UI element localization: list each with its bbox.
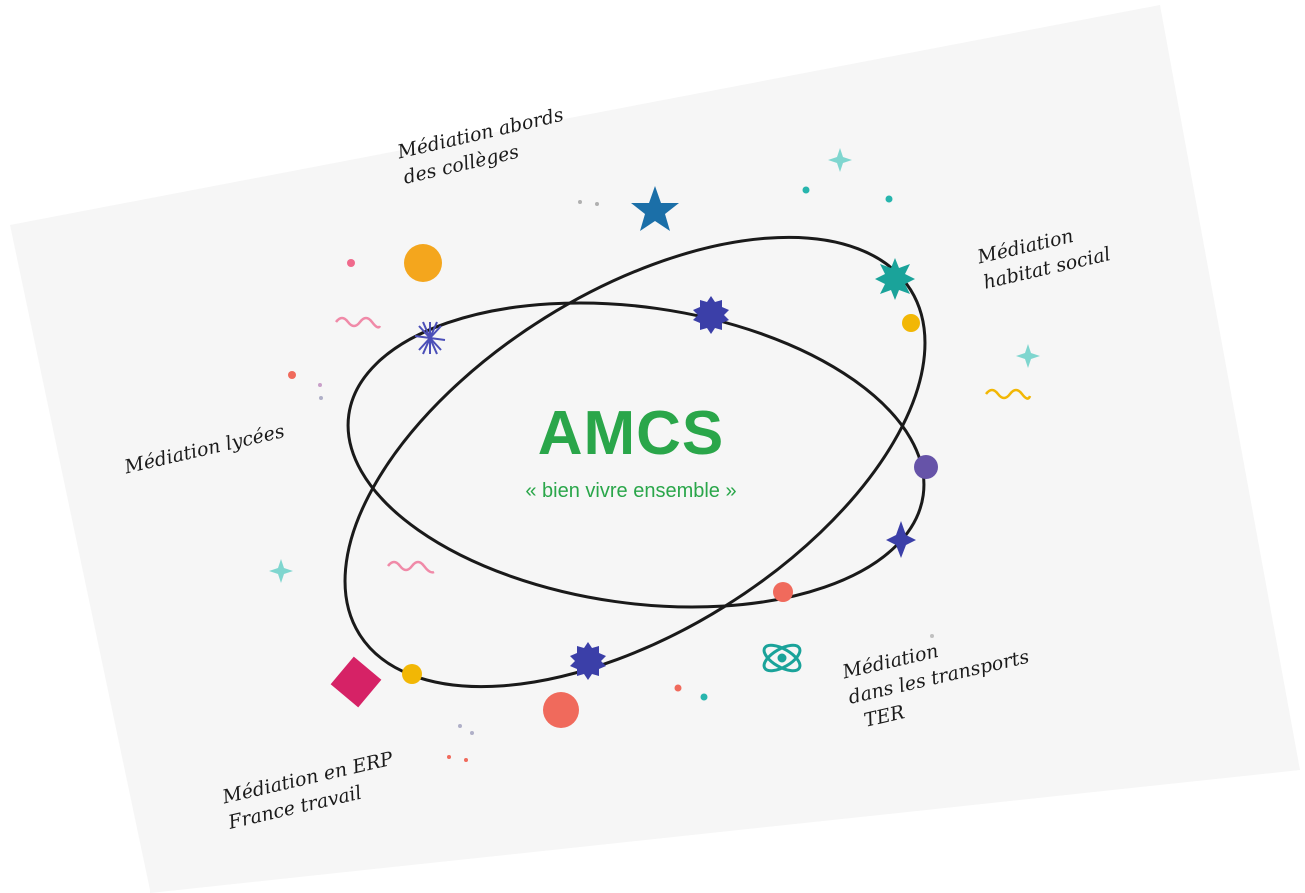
confetti-dots [288,186,934,762]
burst-icon [414,321,446,355]
orange-circle [404,244,442,282]
navy-diamond-icon [886,521,916,558]
yellow-dot [902,314,920,332]
blue-star-icon [631,186,679,231]
pink-squiggle-icon [335,316,382,329]
card-background [10,5,1300,893]
pink-squiggle-icon-bottom [387,560,435,574]
navy-gear-icon [693,296,729,334]
atom-icon [762,643,802,673]
navy-gear-icon-bottom [570,642,606,680]
coral-circle [543,692,579,728]
purple-dot [914,455,938,479]
yellow-dot-bottom [402,664,422,684]
yellow-squiggle-icon [985,388,1032,400]
sparkle-icons [269,148,1040,583]
orbit-diagonal [343,235,927,689]
center-subtitle: « bien vivre ensemble » [525,480,737,502]
coral-dot [773,582,793,602]
magenta-diamond [330,656,382,708]
orbit-horizontal [346,301,926,609]
center-title: AMCS [537,399,725,468]
teal-starburst-icon [875,258,915,300]
